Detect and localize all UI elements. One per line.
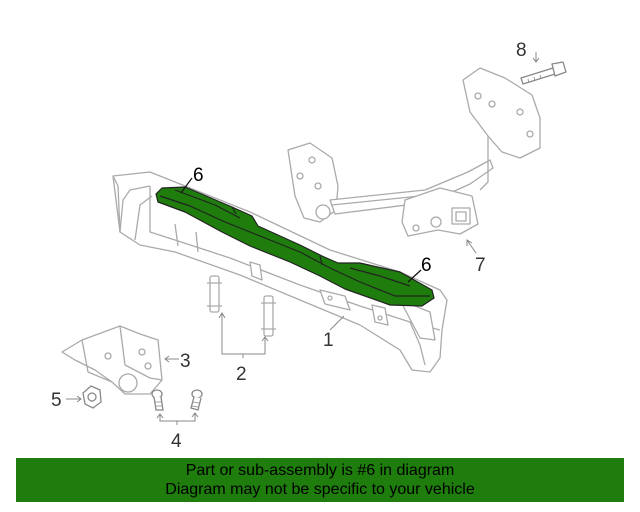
callout-6-left: 6 xyxy=(193,165,204,186)
parts-diagram: 8 6 6 7 1 3 2 5 4 xyxy=(51,40,567,452)
callout-2: 2 xyxy=(236,364,247,385)
leader-3 xyxy=(164,355,179,363)
leader-6a xyxy=(180,177,193,194)
callout-7: 7 xyxy=(475,255,486,276)
flange-nut[interactable] xyxy=(82,385,102,409)
leader-7 xyxy=(466,239,477,254)
leader-2 xyxy=(218,312,269,358)
leader-1 xyxy=(329,315,345,331)
callout-8: 8 xyxy=(516,40,527,61)
leader-8 xyxy=(532,52,540,63)
leader-5 xyxy=(66,395,82,403)
callout-6-right: 6 xyxy=(421,255,432,276)
callout-4: 4 xyxy=(171,431,182,452)
leader-4 xyxy=(156,412,199,425)
banner-line-1: Part or sub-assembly is #6 in diagram xyxy=(185,462,455,479)
hitch-bolt[interactable] xyxy=(520,61,567,85)
bolt-right[interactable] xyxy=(190,389,203,411)
bumper-step-pad[interactable] xyxy=(155,186,435,307)
banner-line-2: Diagram may not be specific to your vehi… xyxy=(165,481,475,498)
callout-1: 1 xyxy=(323,330,334,351)
trailer-hitch[interactable] xyxy=(287,67,541,237)
bolt-left[interactable] xyxy=(151,389,164,411)
bracket-left[interactable] xyxy=(207,275,222,313)
info-banner: Part or sub-assembly is #6 in diagram Di… xyxy=(16,458,624,502)
bracket-right[interactable] xyxy=(261,295,276,337)
callout-5: 5 xyxy=(51,390,62,411)
leader-6b xyxy=(407,269,422,283)
rear-bumper[interactable] xyxy=(112,171,448,373)
mount-bracket[interactable] xyxy=(61,325,163,395)
callout-3: 3 xyxy=(180,351,191,372)
